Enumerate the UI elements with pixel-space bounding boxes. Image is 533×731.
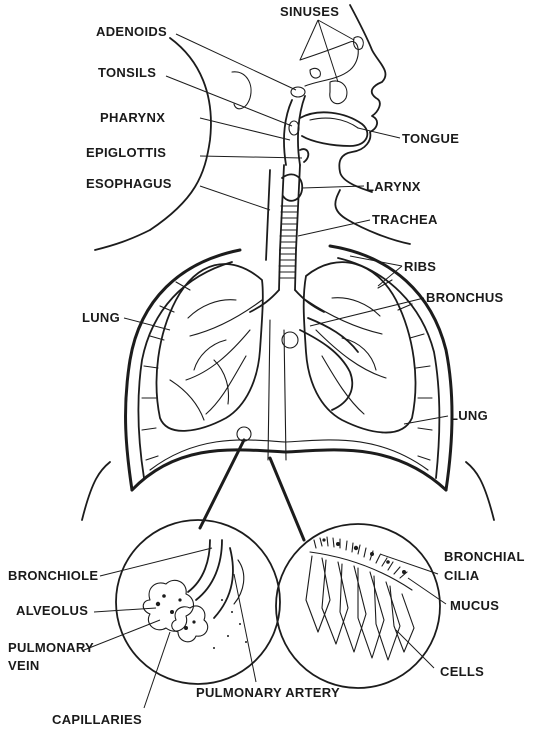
label-bronchial: BRONCHIAL [444,549,525,564]
label-larynx: LARYNX [366,179,421,194]
left-lung-illustration [157,264,263,431]
label-epiglottis: EPIGLOTTIS [86,145,166,160]
label-tonsils: TONSILS [98,65,156,80]
label-adenoids: ADENOIDS [96,24,167,39]
bronchi-illustration [237,290,324,460]
label-cells: CELLS [440,664,484,679]
label-bronchus: BRONCHUS [426,290,504,305]
head-neck-illustration [95,5,410,250]
label-capillaries: CAPILLARIES [52,712,142,727]
label-bronchiole: BRONCHIOLE [8,568,98,583]
label-trachea: TRACHEA [372,212,438,227]
label-sinuses: SINUSES [280,4,339,19]
label-esophagus: ESOPHAGUS [86,176,172,191]
label-ribs: RIBS [404,259,436,274]
label-mucus: MUCUS [450,598,499,613]
label-lung-right: LUNG [450,408,488,423]
ribcage-illustration [82,246,494,520]
trachea-illustration [266,165,302,290]
cilia-inset [276,524,440,688]
label-tongue: TONGUE [402,131,459,146]
label-cilia: CILIA [444,568,480,583]
label-pulmonary-artery: PULMONARY ARTERY [196,685,340,700]
label-alveolus: ALVEOLUS [16,603,88,618]
label-pulmonary-vein-line2: VEIN [8,658,40,673]
alveoli-inset [116,520,280,684]
right-lung-illustration [300,262,415,432]
label-pulmonary-vein-line1: PULMONARY [8,640,94,655]
label-lung-left: LUNG [82,310,120,325]
inset-pointers [200,440,304,540]
label-pharynx: PHARYNX [100,110,165,125]
